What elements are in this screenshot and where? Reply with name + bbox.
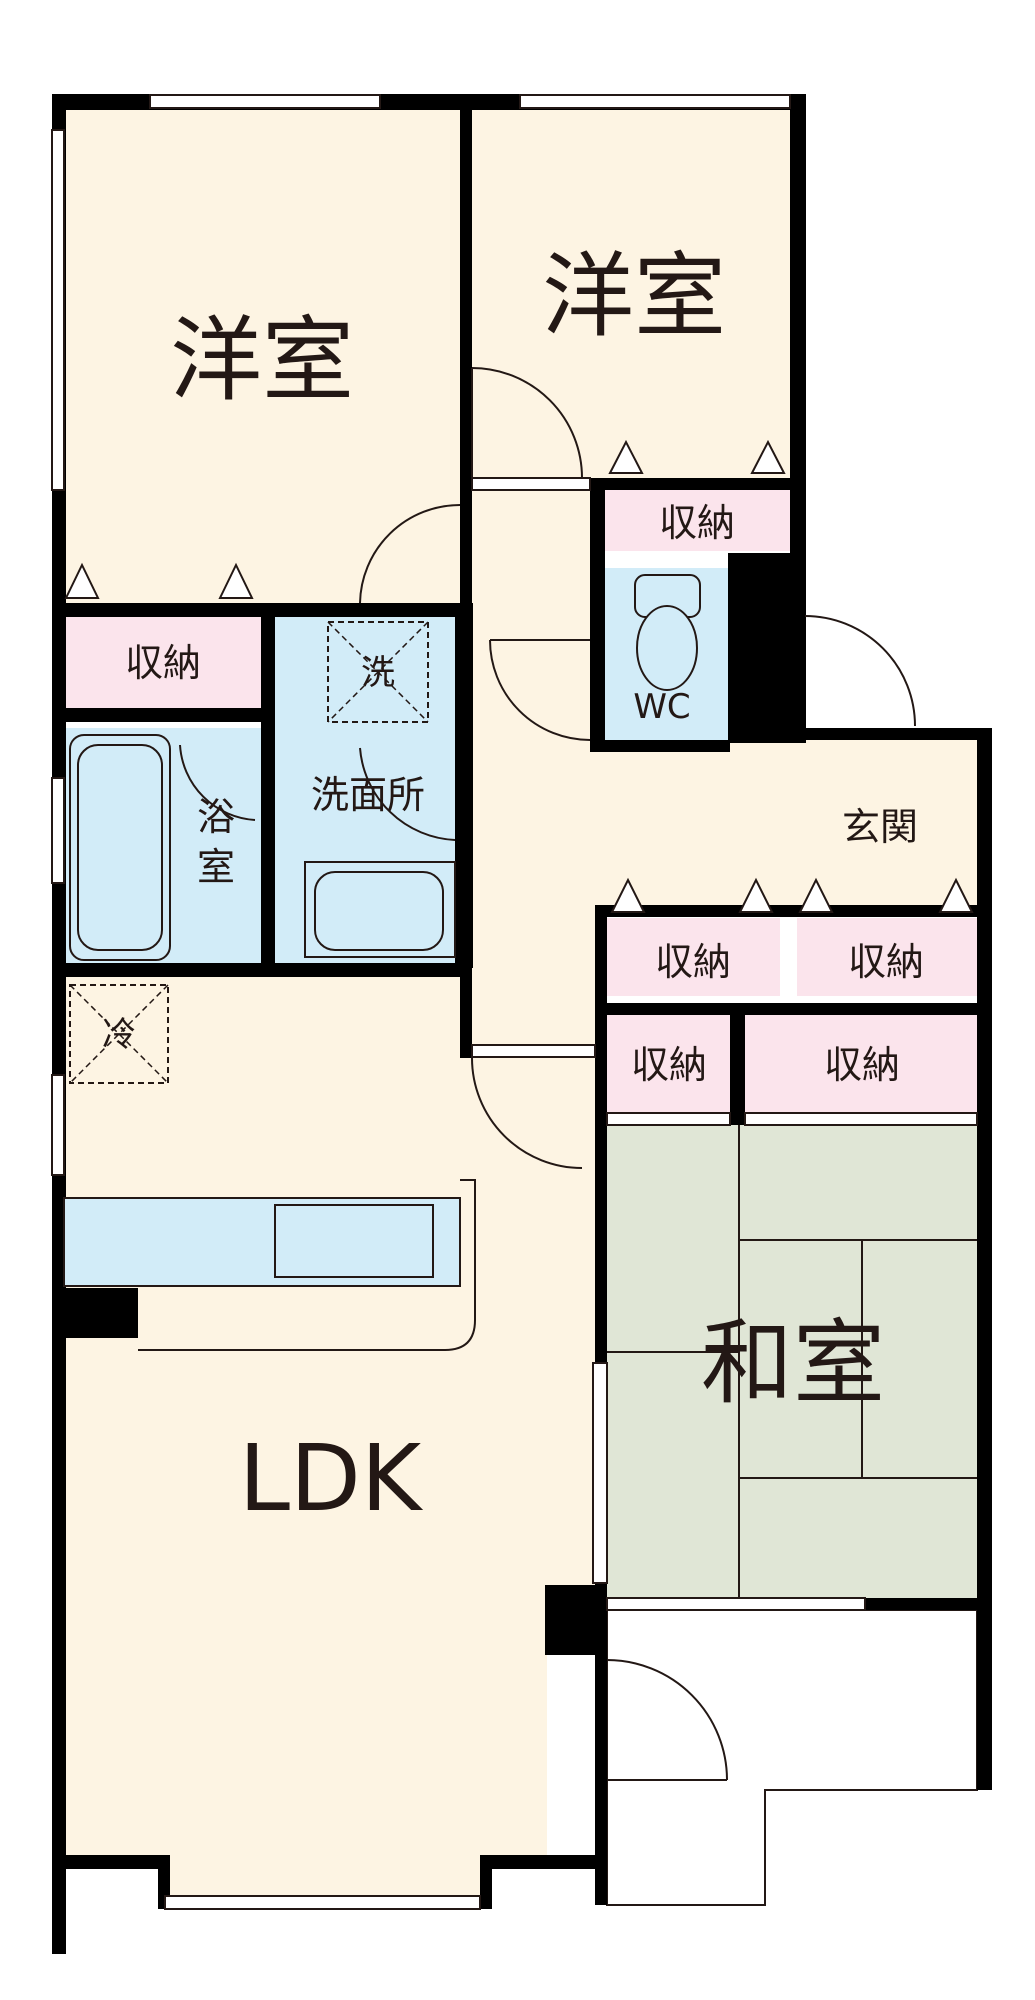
storage-2-label: 収納 bbox=[125, 641, 201, 685]
storage-5-floor bbox=[607, 1015, 732, 1115]
western-room-2-floor bbox=[472, 106, 790, 480]
tatami-lines bbox=[607, 1125, 977, 1600]
bathtub-inner bbox=[77, 744, 163, 951]
entrance-label: 玄関 bbox=[842, 805, 918, 849]
washer-diagonal-2 bbox=[327, 621, 429, 723]
bathtub bbox=[69, 734, 171, 961]
windows bbox=[51, 94, 978, 1910]
bathroom-label-2: 室 bbox=[197, 845, 235, 889]
storage-1-label: 収納 bbox=[659, 501, 735, 545]
kitchen-bar-counter bbox=[138, 1179, 476, 1351]
fridge-diagonal-2 bbox=[69, 984, 169, 1084]
hallway-floor bbox=[472, 480, 597, 1055]
closet-door-marks bbox=[64, 439, 974, 913]
toilet-label: WC bbox=[633, 687, 690, 727]
kitchen-sink bbox=[274, 1204, 434, 1278]
western-room-2-label: 洋室 bbox=[542, 243, 726, 350]
washroom-label: 洗面所 bbox=[311, 773, 425, 817]
japanese-room-label: 和室 bbox=[701, 1310, 885, 1417]
storage-4-floor bbox=[797, 918, 977, 996]
bathroom-label-1: 浴 bbox=[197, 795, 235, 839]
storage-1-floor bbox=[605, 489, 790, 551]
toilet-bowl bbox=[636, 605, 698, 691]
storage-6-floor bbox=[745, 1015, 977, 1115]
western-room-1-floor bbox=[64, 106, 461, 603]
storage-5-label: 収納 bbox=[631, 1043, 707, 1087]
ldk-label: LDK bbox=[239, 1425, 424, 1532]
fridge-space bbox=[69, 984, 169, 1084]
storage-2-floor bbox=[64, 615, 261, 708]
balcony-floor bbox=[606, 1609, 978, 1906]
western-room-1-label: 洋室 bbox=[170, 307, 354, 414]
door-swings bbox=[179, 367, 916, 1781]
kitchen-counter bbox=[63, 1197, 461, 1287]
washer-space bbox=[327, 621, 429, 723]
fridge-diagonal-1 bbox=[69, 984, 169, 1084]
storage-4-label: 収納 bbox=[848, 940, 924, 984]
storage-3-floor bbox=[607, 918, 780, 996]
wash-basin bbox=[314, 871, 444, 951]
fridge-label: 冷 bbox=[102, 1015, 136, 1055]
wash-basin-counter bbox=[304, 861, 456, 958]
japanese-room-floor bbox=[607, 1125, 977, 1600]
storage-3-label: 収納 bbox=[655, 940, 731, 984]
washer-label: 洗 bbox=[361, 653, 395, 693]
storage-6-label: 収納 bbox=[824, 1043, 900, 1087]
